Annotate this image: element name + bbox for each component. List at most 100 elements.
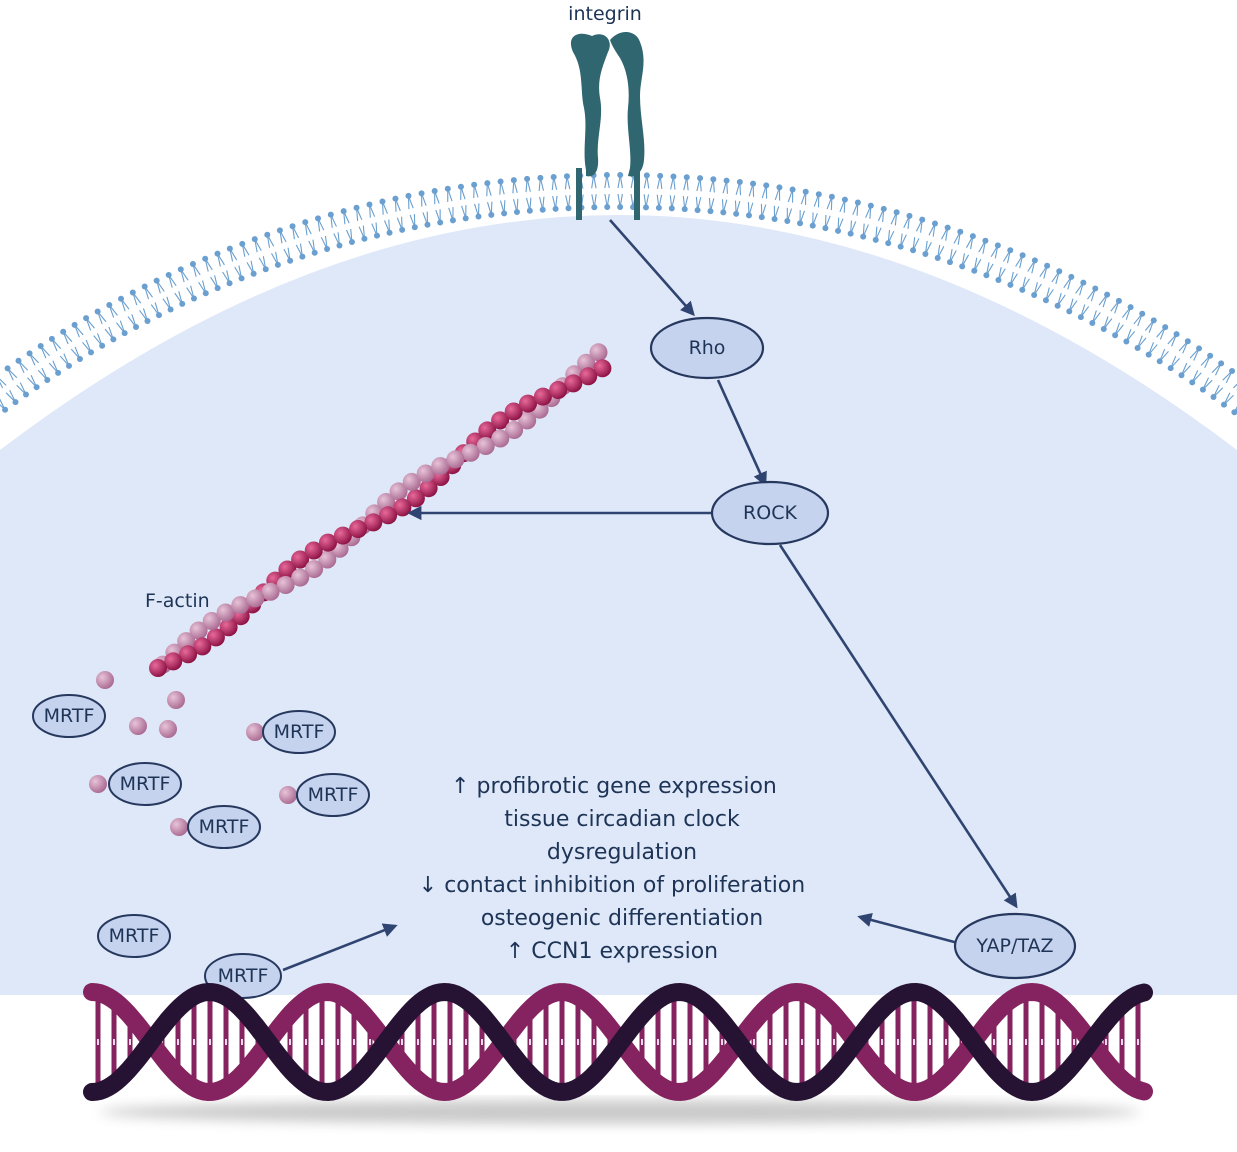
actin-bead — [377, 493, 396, 511]
phospholipid — [1066, 298, 1078, 315]
mrtf-node: MRTF — [108, 762, 182, 806]
phospholipid — [539, 196, 546, 213]
rock-label: ROCK — [743, 502, 797, 524]
actin-bead — [505, 421, 524, 439]
phospholipid — [37, 343, 51, 359]
phospholipid — [276, 227, 287, 244]
mrtf-node: MRTF — [32, 694, 106, 738]
phospholipid — [1211, 360, 1225, 376]
phospholipid — [60, 328, 73, 345]
phospholipid — [226, 245, 238, 262]
actin-bead — [577, 353, 596, 372]
phospholipid — [271, 251, 281, 268]
phospholipid — [897, 233, 907, 250]
phospholipid — [941, 224, 951, 241]
phospholipid — [127, 314, 140, 330]
phospholipid — [1199, 377, 1213, 393]
actin-bead — [202, 612, 221, 630]
phospholipid — [510, 177, 518, 194]
phospholipid — [484, 180, 492, 197]
phospholipid — [525, 197, 533, 214]
phospholipid — [852, 199, 861, 216]
phospholipid — [1189, 345, 1203, 361]
f-actin-label: F-actin — [145, 590, 210, 612]
phospholipid — [1231, 405, 1237, 416]
phospholipid — [251, 236, 262, 253]
phospholipid — [0, 378, 7, 389]
phospholipid — [903, 212, 913, 230]
dna-strand-dark — [83, 982, 1153, 1102]
phospholipid — [1222, 367, 1236, 384]
phospholipid — [1110, 297, 1122, 314]
phospholipid — [165, 271, 177, 288]
dna-shadow — [100, 1100, 1140, 1124]
phospholipid — [928, 220, 938, 237]
outcome-line: ↑ CCN1 expression — [506, 939, 718, 964]
actin-bead — [533, 387, 552, 406]
phospholipid — [959, 253, 970, 270]
phospholipid — [258, 256, 269, 273]
phospholipid — [1156, 324, 1169, 340]
actin-bead — [304, 541, 323, 560]
actin-bead — [149, 659, 167, 677]
phospholipid — [396, 216, 406, 233]
mrtf-node: MRTF — [262, 710, 336, 754]
actin-bead — [389, 482, 408, 501]
phospholipid — [1144, 317, 1157, 333]
phospholipid — [333, 232, 343, 249]
outcome-line: tissue circadian clock — [504, 807, 740, 832]
actin-bead — [518, 411, 537, 430]
phospholipid — [222, 270, 233, 287]
phospholipid — [59, 353, 72, 369]
phospholipid — [1042, 287, 1054, 304]
phospholipid — [813, 191, 822, 208]
phospholipid — [758, 203, 767, 221]
outcome-line: ↓ contact inhibition of proliferation — [419, 873, 805, 898]
actin-bead — [246, 589, 265, 608]
g-actin-bead — [279, 786, 297, 804]
phospholipid — [26, 350, 40, 366]
phospholipid — [174, 291, 186, 307]
yap-taz-node: YAP/TAZ — [953, 912, 1077, 980]
yap-taz-label: YAP/TAZ — [975, 935, 1053, 957]
phospholipid — [379, 198, 388, 215]
phospholipid — [435, 209, 444, 226]
phospholipid — [302, 219, 312, 236]
phospholipid — [550, 173, 558, 191]
arrow-mrtf-to-outcomes — [282, 923, 398, 972]
actin-bead — [278, 560, 297, 579]
phospholipid — [461, 205, 469, 222]
phospholipid — [1098, 291, 1111, 308]
g-actin-monomers — [89, 671, 297, 836]
phospholipid — [371, 222, 380, 239]
phospholipid — [444, 185, 453, 202]
phospholipid — [696, 175, 704, 192]
actin-bead — [216, 603, 235, 622]
phospholipid — [865, 202, 874, 219]
g-actin-bead — [89, 775, 107, 793]
phospholipid — [234, 265, 245, 282]
phospholipid — [353, 204, 363, 221]
mrtf-node: MRTF — [97, 914, 171, 958]
phospholipid — [885, 229, 895, 247]
phospholipid — [239, 240, 250, 257]
phospholipid — [150, 302, 162, 319]
outcomes-text-block: ↑ profibrotic gene expression tissue cir… — [419, 774, 805, 964]
phospholipid — [1133, 310, 1146, 327]
actin-bead — [504, 402, 523, 421]
phospholipid — [722, 177, 730, 194]
phospholipid — [129, 289, 142, 306]
actin-bead — [318, 550, 337, 569]
mrtf-label: MRTF — [199, 816, 250, 838]
phospholipid — [106, 302, 118, 318]
phospholipid — [978, 237, 989, 254]
phospholipid — [162, 296, 174, 313]
phospholipid — [474, 203, 482, 220]
outcome-line: dysregulation — [547, 840, 697, 865]
phospholipid — [431, 187, 440, 205]
phospholipid — [995, 266, 1006, 283]
phospholipid — [345, 228, 355, 246]
phospholipid — [104, 326, 117, 343]
phospholipid — [457, 183, 466, 200]
phospholipid — [405, 192, 414, 210]
